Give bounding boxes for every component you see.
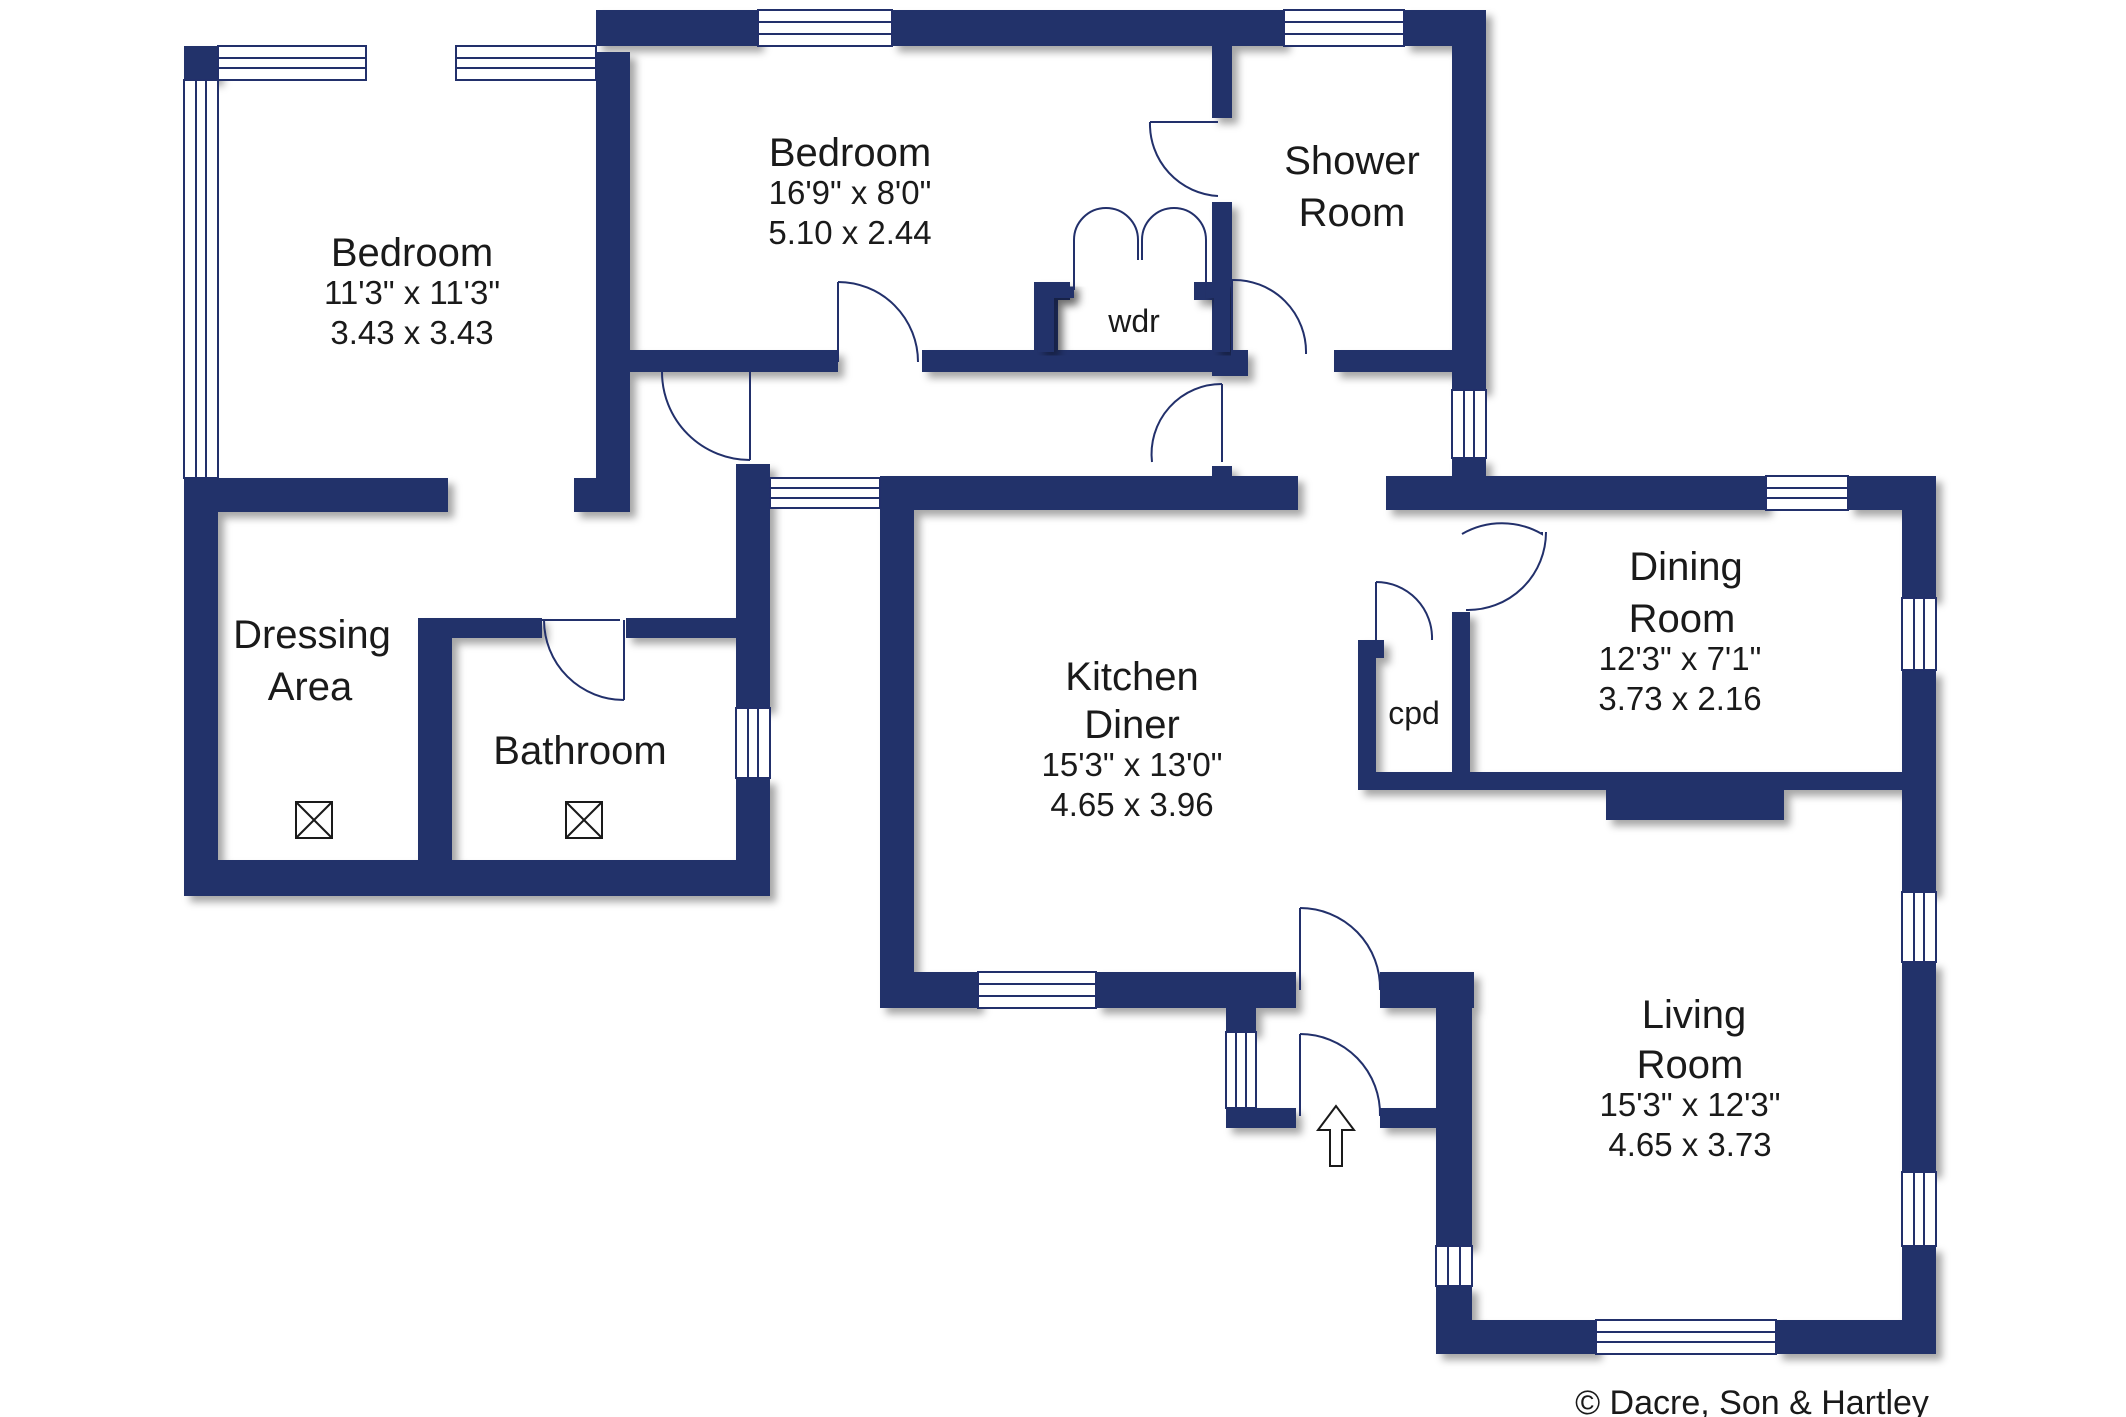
room-name: Living xyxy=(1642,993,1747,1037)
copyright-notice: © Dacre, Son & Hartley xyxy=(1575,1384,1929,1417)
windows xyxy=(183,9,1937,1355)
room-name: Dining xyxy=(1629,545,1742,589)
room-name: Dressing xyxy=(233,613,391,657)
room-name: Bathroom xyxy=(493,729,666,773)
room-name: Kitchen xyxy=(1065,655,1198,699)
room-name: Bedroom xyxy=(331,231,493,275)
skylight-icon xyxy=(565,801,603,839)
room-dimensions-metric: 5.10 x 2.44 xyxy=(768,214,931,251)
room-name: Diner xyxy=(1084,703,1180,747)
room-name: Shower xyxy=(1284,139,1420,183)
room-dimensions-metric: 4.65 x 3.96 xyxy=(1050,786,1213,823)
entrance-arrow-icon xyxy=(1316,1104,1356,1167)
skylight-icon xyxy=(295,801,333,839)
room-dimensions-imperial: 15'3" x 13'0" xyxy=(1042,746,1223,783)
room-name: Area xyxy=(268,665,353,709)
doors xyxy=(540,121,1547,1117)
walls xyxy=(184,10,1936,1354)
room-dimensions-imperial: 15'3" x 12'3" xyxy=(1600,1086,1781,1123)
room-dimensions-imperial: 12'3" x 7'1" xyxy=(1599,640,1762,677)
room-name: Room xyxy=(1299,191,1406,235)
room-name: cpd xyxy=(1388,695,1440,731)
room-name: wdr xyxy=(1107,303,1160,339)
wardrobe-walls xyxy=(1038,282,1230,352)
room-dimensions-metric: 4.65 x 3.73 xyxy=(1608,1126,1771,1163)
room-dimensions-imperial: 16'9" x 8'0" xyxy=(769,174,932,211)
room-name: Bedroom xyxy=(769,131,931,175)
room-name: Room xyxy=(1637,1043,1744,1087)
room-dimensions-metric: 3.43 x 3.43 xyxy=(330,314,493,351)
room-name: Room xyxy=(1629,597,1736,641)
room-dimensions-imperial: 11'3" x 11'3" xyxy=(324,274,500,311)
room-dimensions-metric: 3.73 x 2.16 xyxy=(1598,680,1761,717)
